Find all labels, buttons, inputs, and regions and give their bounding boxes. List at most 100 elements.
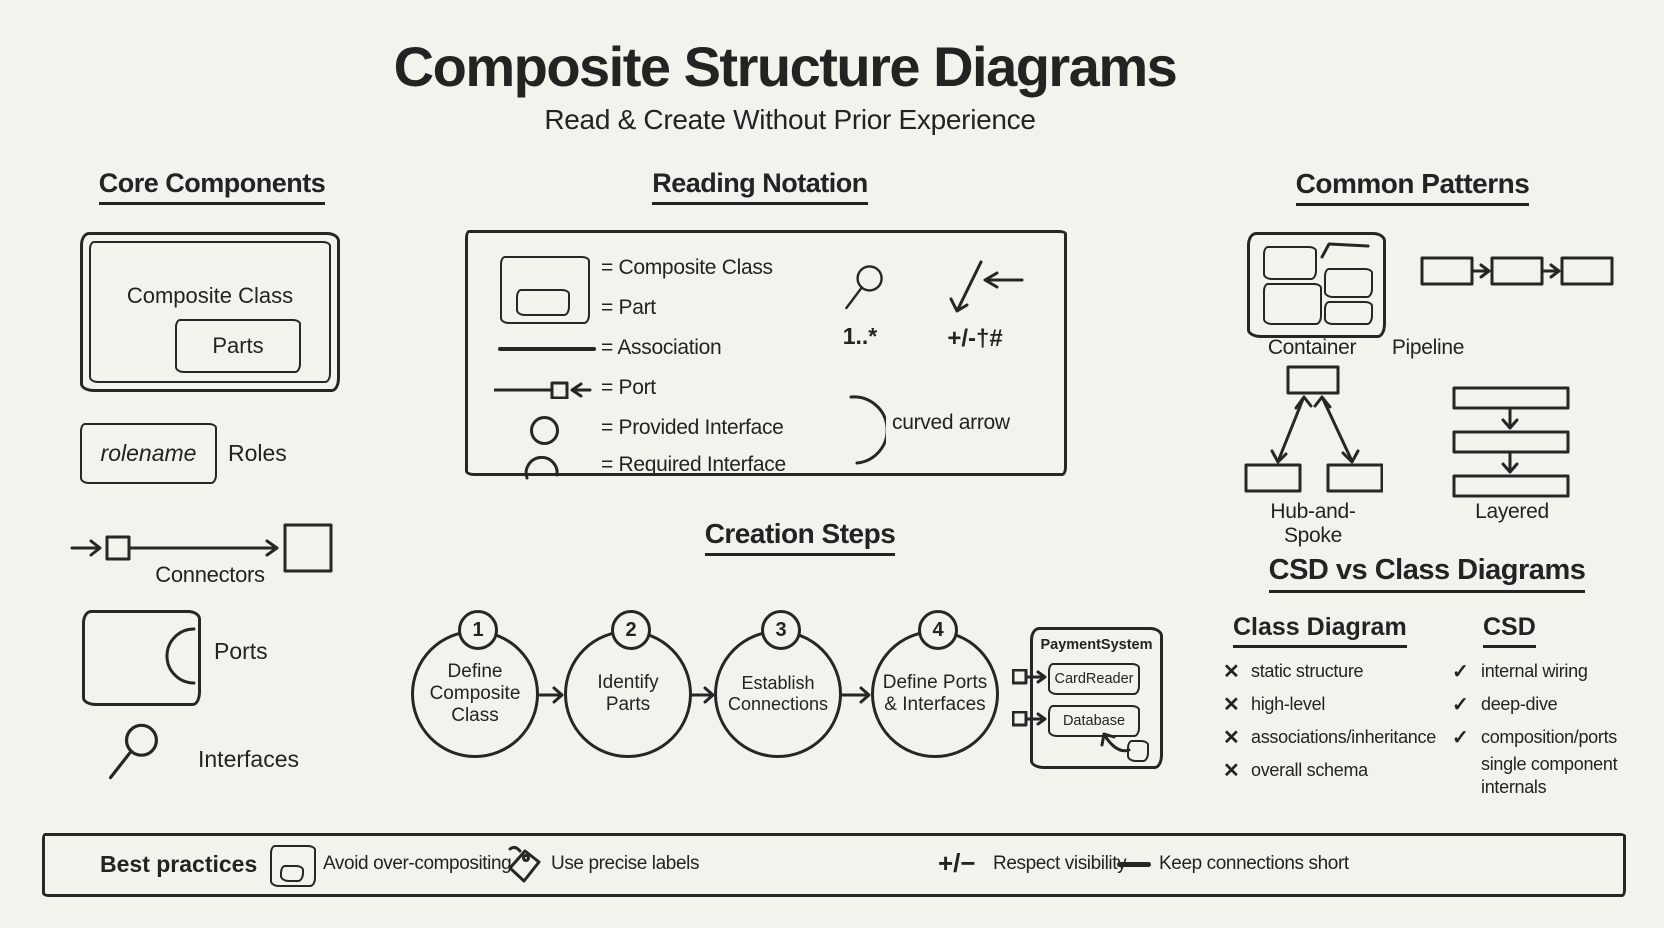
csd-item-1: internal wiring	[1481, 661, 1588, 681]
notation-legend-box: = Composite Class = Part = Association =…	[465, 230, 1067, 480]
composite-class-label: Composite Class	[126, 283, 294, 308]
port-notch-arc	[165, 627, 196, 685]
curved-arrow-icon	[849, 395, 886, 465]
short-line-icon	[1117, 862, 1151, 867]
step-4-circle: Define Ports & Interfaces	[871, 630, 999, 758]
interfaces-label: Interfaces	[198, 746, 299, 772]
creation-steps-heading: Creation Steps	[690, 518, 910, 556]
composite-box-icon	[270, 845, 316, 887]
connectors-drawing	[70, 523, 333, 573]
class-item-1: static structure	[1251, 661, 1364, 681]
legend-required: = Required Interface	[601, 453, 786, 476]
class-diagram-subheading: Class Diagram	[1233, 613, 1407, 648]
container-pattern-figure	[1247, 232, 1386, 338]
practice-item-2: Use precise labels	[551, 853, 700, 874]
payment-port-arrow-2	[1012, 711, 1047, 727]
pipeline-label: Pipeline	[1391, 336, 1465, 359]
ports-figure	[82, 610, 201, 706]
required-interface-icon	[524, 455, 559, 480]
practice-item-3: Respect visibility	[993, 853, 1127, 874]
payment-system-title: PaymentSystem	[1040, 637, 1153, 653]
check-icon: ✓	[1452, 661, 1469, 683]
step-2-badge: 2	[611, 610, 651, 650]
step-2-circle: Identify Parts	[564, 630, 692, 758]
layered-figure	[1452, 386, 1570, 498]
legend-composite-class: = Composite Class	[601, 256, 773, 279]
csd-subheading: CSD	[1483, 613, 1536, 648]
roles-label: Roles	[228, 440, 287, 466]
port-line-icon	[494, 381, 592, 399]
hub-and-spoke-figure	[1244, 365, 1383, 493]
cardreader-part-box: CardReader	[1048, 663, 1140, 695]
step-arrow-2	[689, 686, 715, 704]
pipeline-pattern-figure	[1420, 256, 1614, 286]
reading-notation-heading: Reading Notation	[640, 168, 880, 205]
step-arrow-1	[536, 686, 564, 704]
step-3-circle: Establish Connections	[714, 630, 842, 758]
class-item-3: associations/inheritance	[1251, 727, 1436, 747]
visibility-arrows-icon	[949, 260, 1024, 313]
composite-class-inner-border	[89, 241, 331, 383]
csd-item-3: composition/ports	[1481, 727, 1617, 747]
common-patterns-heading: Common Patterns	[1290, 168, 1535, 206]
container-rect-2	[1263, 283, 1322, 325]
step-1-label: Define Composite Class	[429, 661, 521, 726]
payment-curved-arrow	[1100, 732, 1131, 753]
hub-and-spoke-label: Hub-and-Spoke	[1270, 500, 1356, 547]
page-subtitle: Read & Create Without Prior Experience	[544, 104, 1036, 135]
payment-port-arrow-1	[1012, 669, 1047, 685]
step-4-label: Define Ports & Interfaces	[882, 672, 988, 715]
part-inner-rect	[516, 289, 570, 316]
rolename-box: rolename	[80, 423, 217, 484]
step-4-badge: 4	[918, 610, 958, 650]
class-item-4: overall schema	[1251, 760, 1368, 780]
common-patterns-heading-text: Common Patterns	[1295, 168, 1530, 206]
legend-association: = Association	[601, 336, 722, 359]
step-2-label: Identify Parts	[597, 672, 659, 715]
creation-steps-heading-text: Creation Steps	[704, 518, 896, 556]
association-line-icon	[498, 347, 596, 351]
legend-port: = Port	[601, 376, 656, 399]
best-practices-heading: Best practices	[100, 851, 258, 877]
reading-notation-heading-text: Reading Notation	[652, 168, 868, 205]
container-bracket-line	[1320, 242, 1370, 259]
container-rect-3	[1324, 268, 1373, 298]
container-rect-1	[1263, 246, 1317, 280]
x-icon: ✕	[1223, 694, 1240, 716]
x-icon: ✕	[1223, 727, 1240, 749]
practice-item-4: Keep connections short	[1159, 853, 1349, 874]
legend-part: = Part	[601, 296, 656, 319]
csd-item-2: deep-dive	[1481, 694, 1558, 714]
container-rect-4	[1324, 301, 1373, 325]
provided-interface-icon	[530, 416, 559, 445]
connectors-label: Connectors	[155, 562, 265, 587]
composite-class-figure: Composite Class Parts	[80, 232, 340, 392]
csd-note: single component internals	[1481, 754, 1618, 797]
check-icon: ✓	[1452, 694, 1469, 716]
composite-box-icon-inner	[280, 865, 304, 882]
container-label: Container	[1267, 336, 1357, 359]
step-3-badge: 3	[761, 610, 801, 650]
core-components-heading-text: Core Components	[98, 168, 326, 205]
multiplicity-magnifier-icon	[845, 265, 883, 310]
comparison-heading: CSD vs Class Diagrams	[1262, 554, 1592, 593]
magnifier-icon	[108, 723, 158, 780]
step-1-badge: 1	[458, 610, 498, 650]
practice-item-1: Avoid over-compositing	[323, 853, 512, 874]
visibility-label: +/-†#	[947, 325, 1003, 352]
step-1-circle: Define Composite Class	[411, 630, 539, 758]
tag-icon	[508, 845, 541, 883]
step-arrow-3	[839, 686, 871, 704]
multiplicity-label: 1..*	[842, 323, 878, 349]
comparison-heading-text: CSD vs Class Diagrams	[1268, 554, 1586, 593]
legend-provided: = Provided Interface	[601, 416, 784, 439]
plus-minus-icon: +/−	[938, 848, 976, 878]
x-icon: ✕	[1223, 661, 1240, 683]
layered-label: Layered	[1475, 500, 1549, 523]
x-icon: ✕	[1223, 760, 1240, 782]
ports-label: Ports	[214, 638, 268, 664]
best-practices-bar: Best practices Avoid over-compositing Us…	[42, 833, 1626, 897]
check-icon: ✓	[1452, 727, 1469, 749]
step-3-label: Establish Connections	[727, 673, 829, 714]
